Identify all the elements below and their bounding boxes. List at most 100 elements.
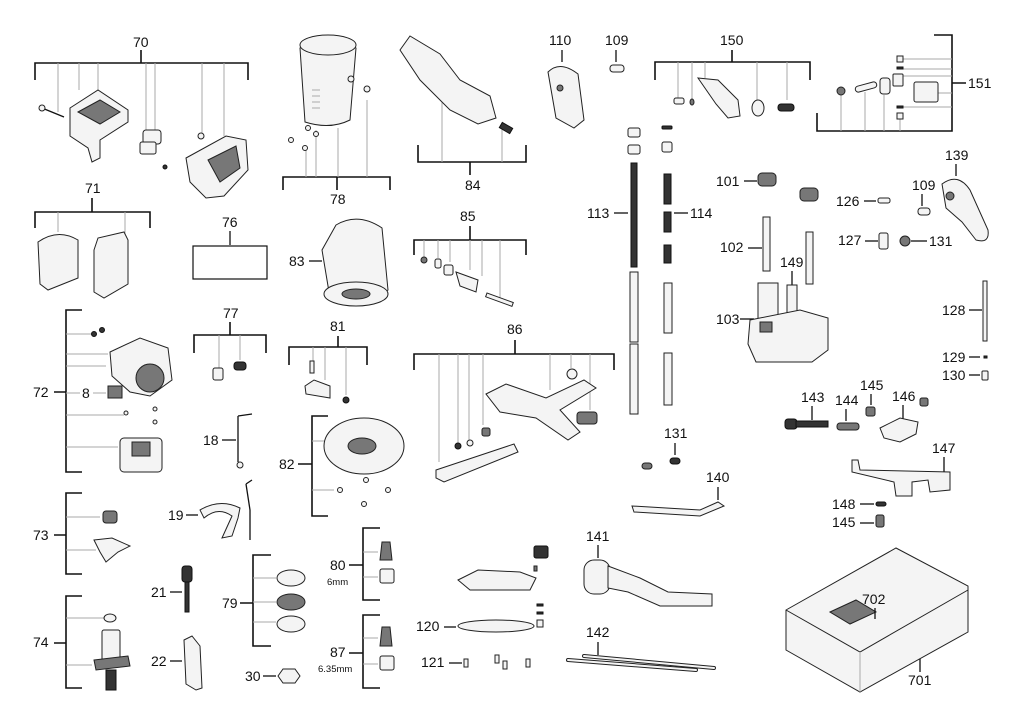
part-141: 141: [583, 528, 713, 607]
label-81: 81: [330, 318, 346, 334]
part-ball-bearing: [276, 593, 306, 611]
label-78: 78: [330, 191, 346, 207]
part-template-guide: [583, 559, 713, 607]
part-label-plate: [192, 245, 268, 280]
part-144: 144: [835, 392, 860, 431]
label-142: 142: [586, 624, 610, 640]
label-140: 140: [706, 469, 730, 485]
label-141: 141: [586, 528, 610, 544]
label-71: 71: [85, 180, 101, 196]
label-126: 126: [836, 193, 860, 209]
label-121: 121: [421, 654, 445, 670]
part-lever: [696, 77, 741, 119]
label-130: 130: [942, 367, 966, 383]
group-71: 71: [34, 180, 151, 299]
label-129: 129: [942, 349, 966, 365]
part-109-right: 109: [912, 177, 936, 216]
part-145-top: 145: [860, 377, 884, 417]
part-114: 114: [661, 125, 713, 406]
label-127: 127: [838, 232, 862, 248]
label-79: 79: [222, 595, 238, 611]
label-73: 73: [33, 527, 49, 543]
group-78: 78: [282, 34, 391, 207]
label-8: 8: [82, 385, 90, 401]
label-145-bottom: 145: [832, 514, 856, 530]
group-77: 77: [193, 305, 267, 381]
part-brush-plate: [107, 385, 123, 399]
label-128: 128: [942, 302, 966, 318]
part-103: 103: [716, 282, 829, 363]
part-spring: [233, 361, 247, 371]
part-bracket: [913, 81, 939, 103]
part-seal-ring: [276, 569, 306, 587]
label-102: 102: [720, 239, 744, 255]
part-139: 139: [941, 147, 989, 242]
label-86: 86: [507, 321, 523, 337]
label-145-top: 145: [860, 377, 884, 393]
part-113: 113: [587, 127, 641, 415]
label-30: 30: [245, 668, 261, 684]
label-702: 702: [862, 591, 886, 607]
group-81: 81: [288, 318, 368, 404]
group-70: 70: [34, 34, 249, 199]
part-131-middle: 131: [641, 425, 688, 470]
label-139: 139: [945, 147, 969, 163]
label-74: 74: [33, 634, 49, 650]
part-upper-housing: [38, 89, 129, 163]
label-18: 18: [203, 432, 219, 448]
label-149: 149: [780, 254, 804, 270]
part-bearing: [103, 613, 117, 623]
part-collet: [379, 626, 393, 647]
label-77: 77: [223, 305, 239, 321]
label-83: 83: [289, 253, 305, 269]
part-149: 149: [780, 254, 804, 285]
group-74: 74: [33, 595, 131, 691]
label-80-note: 6mm: [327, 577, 348, 588]
group-151: 151: [816, 34, 992, 132]
part-switch: [139, 129, 168, 170]
group-85: 85: [413, 208, 527, 307]
part-101: 101: [716, 172, 819, 202]
part-half-shell-left: [37, 234, 79, 291]
part-washer: [276, 615, 306, 633]
label-131-middle: 131: [664, 425, 688, 441]
part-base-plate: [323, 417, 405, 475]
part-handle: [941, 178, 989, 242]
part-148: 148: [832, 496, 887, 512]
part-clamp: [455, 271, 479, 293]
part-30: 30: [245, 668, 301, 684]
part-146: 146: [879, 388, 929, 443]
part-spider: [93, 537, 132, 563]
label-87: 87: [330, 644, 346, 660]
label-103: 103: [716, 311, 740, 327]
group-73: 73: [33, 492, 132, 575]
part-120: 120: [416, 603, 544, 634]
label-146: 146: [892, 388, 916, 404]
group-72: 72 8: [33, 309, 173, 473]
part-half-shell-right: [93, 231, 129, 299]
label-143: 143: [801, 389, 825, 405]
group-79: 79: [222, 554, 306, 647]
group-84: 84: [399, 35, 527, 193]
label-101: 101: [716, 173, 740, 189]
label-19: 19: [168, 507, 184, 523]
part-22: 22: [151, 635, 203, 691]
label-114: 114: [690, 205, 713, 221]
part-circle-guide-assembly: [457, 545, 549, 591]
label-148: 148: [832, 496, 856, 512]
part-armature: [93, 629, 131, 691]
part-147: 147: [851, 440, 956, 497]
part-carrying-case: 702 701: [785, 547, 969, 693]
group-80: 80 6mm: [327, 527, 395, 601]
part-18: 18: [203, 413, 253, 469]
part-dust-extractor: [399, 35, 497, 125]
label-85: 85: [460, 208, 476, 224]
part-128: 128: [942, 280, 988, 342]
part-131-right: 131: [899, 233, 953, 249]
part-76: 76: [192, 214, 268, 280]
part-latch: [304, 379, 331, 399]
label-87-note: 6.35mm: [318, 664, 352, 675]
label-76: 76: [222, 214, 238, 230]
